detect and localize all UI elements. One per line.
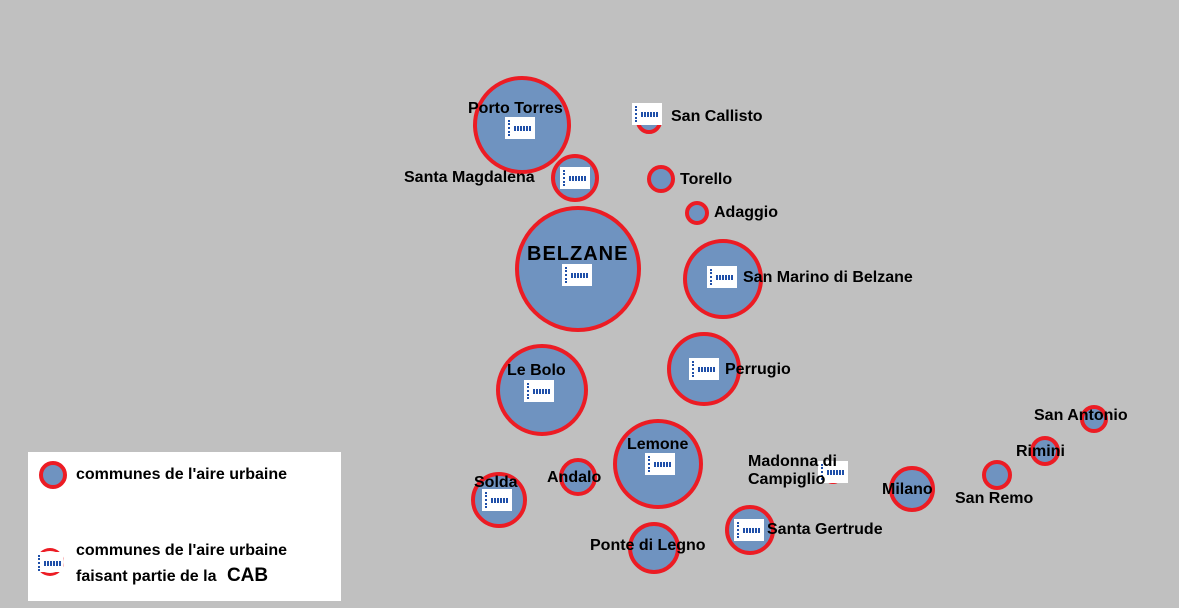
commune-label-le-bolo: Le Bolo xyxy=(507,362,566,379)
commune-label-rimini: Rimini xyxy=(1016,443,1065,460)
commune-label-line: Madonna di xyxy=(748,453,837,470)
commune-label-belzane: BELZANE xyxy=(527,243,629,265)
cab-logo-icon xyxy=(524,380,554,402)
cab-logo-icon xyxy=(35,552,63,572)
cab-logo-icon xyxy=(562,264,592,286)
commune-label-santa-gertrude: Santa Gertrude xyxy=(767,521,883,538)
commune-circle-san-antonio xyxy=(1080,405,1108,433)
legend: communes de l'aire urbaine communes de l… xyxy=(28,452,341,601)
cab-logo-icon xyxy=(689,358,719,380)
cab-logo-icon xyxy=(645,453,675,475)
legend-commune-symbol xyxy=(39,461,67,489)
cab-logo-icon xyxy=(632,103,662,125)
commune-label-lemone: Lemone xyxy=(627,436,689,453)
cab-logo-icon xyxy=(560,167,590,189)
commune-label-torello: Torello xyxy=(680,171,733,188)
commune-label-porto-torres: Porto Torres xyxy=(468,100,563,117)
commune-circle-milano xyxy=(889,466,935,512)
cab-logo-icon xyxy=(734,519,764,541)
legend-item-commune: communes de l'aire urbaine xyxy=(76,466,287,483)
commune-label-san-antonio: San Antonio xyxy=(1034,407,1128,424)
cab-logo-icon xyxy=(707,266,737,288)
commune-circle-torello xyxy=(647,165,675,193)
commune-circle-perrugio xyxy=(667,332,741,406)
commune-label-san-callisto: San Callisto xyxy=(671,108,763,125)
legend-cab-symbol xyxy=(35,548,64,576)
commune-label-andalo: Andalo xyxy=(547,469,602,486)
commune-label-line: Campiglio xyxy=(748,471,826,488)
commune-circle-adaggio xyxy=(685,201,709,225)
commune-circle-belzane xyxy=(515,206,641,332)
commune-circle-rimini xyxy=(1030,436,1060,466)
commune-label-san-remo: San Remo xyxy=(955,490,1034,507)
commune-label-santa-magdalena: Santa Magdalena xyxy=(404,169,535,186)
commune-label-perrugio: Perrugio xyxy=(725,361,791,378)
commune-label-milano: Milano xyxy=(882,481,933,498)
cab-logo-icon xyxy=(818,461,848,483)
commune-label-ponte-di-legno: Ponte di Legno xyxy=(590,537,706,554)
commune-circle-san-remo xyxy=(982,460,1012,490)
commune-label-adaggio: Adaggio xyxy=(714,204,778,221)
commune-label-san-marino-di-belzane: San Marino di Belzane xyxy=(743,269,913,286)
cab-label: CAB xyxy=(226,565,269,586)
commune-circle-ponte-di-legno xyxy=(628,522,680,574)
legend-item-cab-line1: communes de l'aire urbaine xyxy=(76,542,287,559)
commune-circle-andalo xyxy=(559,458,597,496)
cab-logo-icon xyxy=(482,489,512,511)
legend-item-cab-line2: faisant partie de la CAB xyxy=(76,565,269,586)
cab-logo-icon xyxy=(505,117,535,139)
commune-label-solda: Solda xyxy=(474,474,518,491)
commune-circle-porto-torres xyxy=(473,76,571,174)
